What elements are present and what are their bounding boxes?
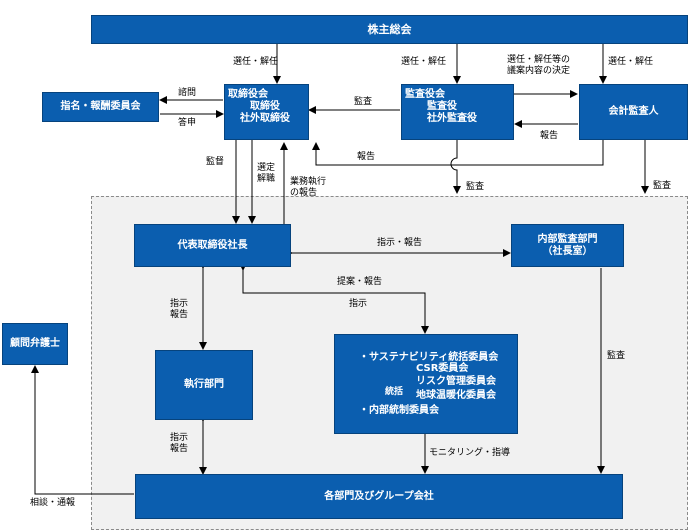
arrow-report-board [312, 140, 604, 166]
consult-label: 諮問 [178, 88, 197, 98]
internal-audit-label: 内部監査部門 [537, 233, 598, 245]
elect-audit-label: 選任・解任 [401, 57, 447, 67]
departments-group-box: 各部門及びグループ会社 [135, 474, 623, 519]
nomination-committee-label: 指名・報酬委員会 [60, 101, 141, 112]
propose-report-label: 提案・報告 [337, 277, 383, 287]
execution-department-label: 執行部門 [184, 379, 224, 390]
ceo-box: 代表取締役社長 [134, 224, 291, 267]
accounting-auditor-box: 会計監査人 [579, 84, 688, 140]
audit-board-label: 監査役会 [405, 89, 445, 100]
csr-committee-label: CSR委員会 [416, 363, 469, 374]
legal-advisor-label: 顧問弁護士 [10, 338, 60, 349]
shareholders-meeting-box: 株主総会 [91, 15, 688, 44]
accounting-auditor-label: 会計監査人 [608, 106, 659, 117]
elect-propose-label: 選任・解任等の 議案内容の決定 [507, 55, 571, 76]
internal-control-committee-label: ・内部統制委員会 [359, 405, 439, 416]
ceo-exec-label: 指示 報告 [170, 299, 189, 320]
oversight-label: 統括 [385, 387, 404, 397]
committees-box: ・サステナビリティ統括委員会 統括 CSR委員会 リスク管理委員会 地球温暖化委… [334, 334, 518, 434]
director-label: 取締役 [250, 101, 280, 112]
arrow-consult-report [31, 365, 134, 495]
risk-committee-label: リスク管理委員会 [416, 376, 496, 387]
elect-accountant-label: 選任・解任 [608, 57, 654, 67]
departments-group-label: 各部門及びグループ会社 [324, 490, 434, 502]
ceo-label: 代表取締役社長 [177, 239, 248, 251]
outside-director-label: 社外取締役 [240, 113, 290, 124]
internal-audit-sub-label: （社長室） [542, 245, 593, 257]
consult-report-label: 相談・通報 [30, 498, 76, 508]
auditor-label: 監査役 [427, 101, 457, 112]
shareholders-meeting-label: 株主総会 [367, 22, 412, 36]
elect-board-label: 選任・解任 [233, 57, 279, 67]
report-to-board-label: 報告 [357, 152, 376, 162]
audit-zone-2-label: 監査 [653, 181, 672, 191]
exec-report-label: 業務執行 の報告 [290, 177, 327, 198]
accountant-report-label: 報告 [540, 131, 559, 141]
audit-board-to-board-label: 監査 [354, 97, 373, 107]
instruct-report-ia-label: 指示・報告 [377, 238, 423, 248]
execution-department-box: 執行部門 [155, 350, 253, 420]
audit-zone-1-label: 監査 [466, 182, 485, 192]
audit-board-box: 監査役会 監査役 社外監査役 [401, 84, 514, 140]
arrow-audit-zone-1 [450, 140, 461, 194]
outside-auditor-label: 社外監査役 [427, 113, 477, 124]
sustainability-committee-label: ・サステナビリティ統括委員会 [359, 352, 499, 363]
appoint-label: 選定 解職 [257, 163, 276, 184]
monitoring-label: モニタリング・指導 [429, 448, 511, 458]
internal-audit-box: 内部監査部門 （社長室） [511, 224, 624, 267]
supervise-label: 監督 [206, 157, 225, 167]
legal-advisor-box: 顧問弁護士 [2, 323, 68, 365]
climate-committee-label: 地球温暖化委員会 [416, 390, 496, 401]
ia-audit-label: 監査 [607, 351, 626, 361]
arrow-ceo-committees [239, 263, 429, 334]
exec-dept-label: 指示 報告 [170, 433, 189, 454]
report-back-label: 答申 [178, 118, 197, 128]
board-label: 取締役会 [228, 89, 268, 100]
nomination-committee-box: 指名・報酬委員会 [42, 92, 159, 122]
instruct-label: 指示 [349, 299, 368, 309]
board-of-directors-box: 取締役会 取締役 社外取締役 [224, 84, 309, 140]
